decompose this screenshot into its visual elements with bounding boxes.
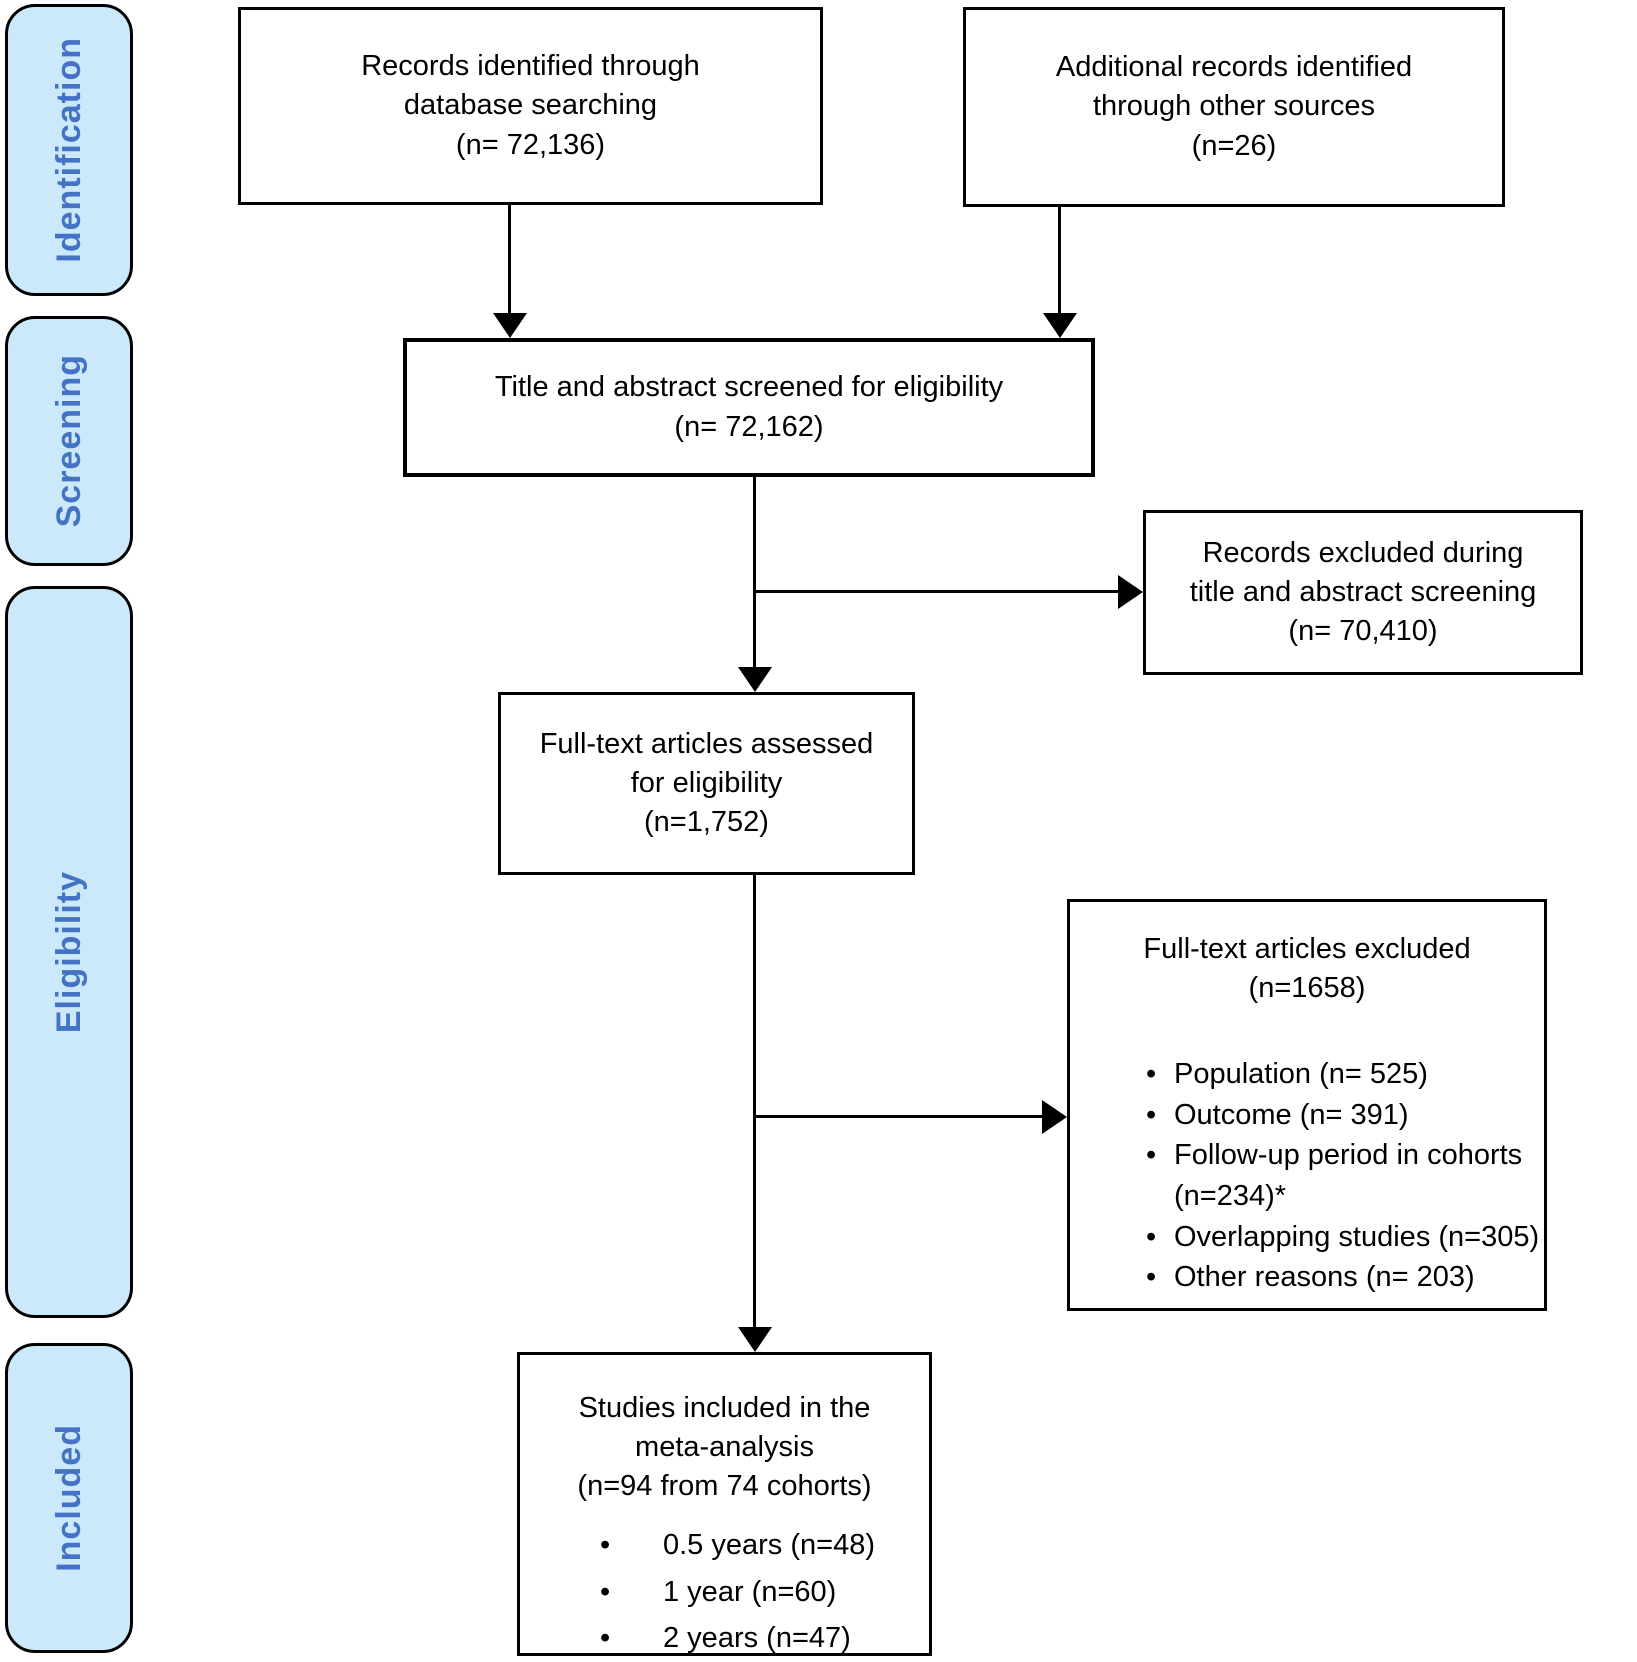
records-excluded-line-2: title and abstract screening: [1189, 575, 1537, 608]
connector-records-to-screening-line: [508, 205, 511, 317]
stage-identification-label: Identification: [49, 37, 88, 263]
connector-additional-to-screening-line: [1058, 207, 1061, 317]
stage-eligibility-label: Eligibility: [49, 870, 88, 1034]
records-identified-box: Records identified through database sear…: [238, 7, 823, 205]
fulltext-assessed-box: Full-text articles assessed for eligibil…: [498, 692, 915, 875]
records-excluded-line-1: Records excluded during: [1202, 536, 1524, 569]
studies-included-box: Studies included in the meta-analysis (n…: [517, 1352, 932, 1662]
fulltext-excluded-box: Full-text articles excluded (n=1658) Pop…: [1067, 899, 1547, 1311]
connector-to-fulltext-excluded-line: [755, 1115, 1042, 1118]
additional-records-count: (n=26): [1191, 129, 1277, 162]
excluded-reason-followup: Follow-up period in cohorts (n=234)*: [1070, 1135, 1544, 1216]
connector-to-records-excluded-line: [755, 590, 1119, 593]
title-abstract-screened-count: (n= 72,162): [674, 410, 824, 443]
connector-records-to-screening-arrowhead-icon: [493, 313, 527, 338]
connector-fulltext-to-included-line: [753, 875, 756, 1327]
studies-included-line-2: meta-analysis: [635, 1431, 814, 1464]
fulltext-excluded-reasons-list: Population (n= 525) Outcome (n= 391) Fol…: [1070, 1054, 1544, 1298]
connector-screening-to-fulltext-arrowhead-icon: [738, 667, 772, 692]
excluded-reason-overlapping: Overlapping studies (n=305): [1070, 1217, 1544, 1258]
fulltext-assessed-line-1: Full-text articles assessed: [539, 727, 874, 760]
records-identified-line-1: Records identified through: [361, 50, 700, 83]
fulltext-excluded-count: (n=1658): [1248, 972, 1366, 1005]
fulltext-excluded-title: Full-text articles excluded: [1143, 933, 1471, 965]
records-excluded-box: Records excluded during title and abstra…: [1143, 510, 1583, 675]
fulltext-assessed-count: (n=1,752): [644, 806, 769, 839]
studies-included-line-1: Studies included in the: [578, 1392, 871, 1424]
connector-to-fulltext-excluded-arrowhead-icon: [1042, 1100, 1067, 1134]
connector-additional-to-screening-arrowhead-icon: [1043, 313, 1077, 338]
followup-twoyears: 2 years (n=47): [520, 1615, 929, 1662]
additional-records-line-1: Additional records identified: [1055, 51, 1413, 84]
fulltext-assessed-line-2: for eligibility: [630, 766, 783, 799]
followup-halfyear: 0.5 years (n=48): [520, 1522, 929, 1569]
excluded-reason-other: Other reasons (n= 203): [1070, 1257, 1544, 1298]
stage-identification: Identification: [5, 4, 133, 296]
studies-included-followup-list: 0.5 years (n=48) 1 year (n=60) 2 years (…: [520, 1522, 929, 1662]
additional-records-box: Additional records identified through ot…: [963, 7, 1505, 207]
additional-records-line-2: through other sources: [1092, 90, 1376, 123]
records-identified-line-2: database searching: [403, 89, 658, 122]
studies-included-count: (n=94 from 74 cohorts): [577, 1470, 872, 1503]
stage-screening-label: Screening: [49, 354, 88, 528]
stage-eligibility: Eligibility: [5, 586, 133, 1318]
records-identified-count: (n= 72,136): [455, 128, 606, 161]
records-excluded-count: (n= 70,410): [1288, 615, 1438, 648]
excluded-reason-population: Population (n= 525): [1070, 1054, 1544, 1095]
followup-oneyear: 1 year (n=60): [520, 1569, 929, 1616]
stage-screening: Screening: [5, 316, 133, 566]
connector-screening-to-fulltext-line: [753, 477, 756, 668]
title-abstract-screened-line-1: Title and abstract screened for eligibil…: [494, 371, 1004, 404]
connector-to-records-excluded-arrowhead-icon: [1118, 575, 1143, 609]
connector-fulltext-to-included-arrowhead-icon: [738, 1327, 772, 1352]
excluded-reason-outcome: Outcome (n= 391): [1070, 1095, 1544, 1136]
stage-included-label: Included: [49, 1424, 88, 1572]
title-abstract-screened-box: Title and abstract screened for eligibil…: [403, 338, 1095, 477]
stage-included: Included: [5, 1343, 133, 1653]
